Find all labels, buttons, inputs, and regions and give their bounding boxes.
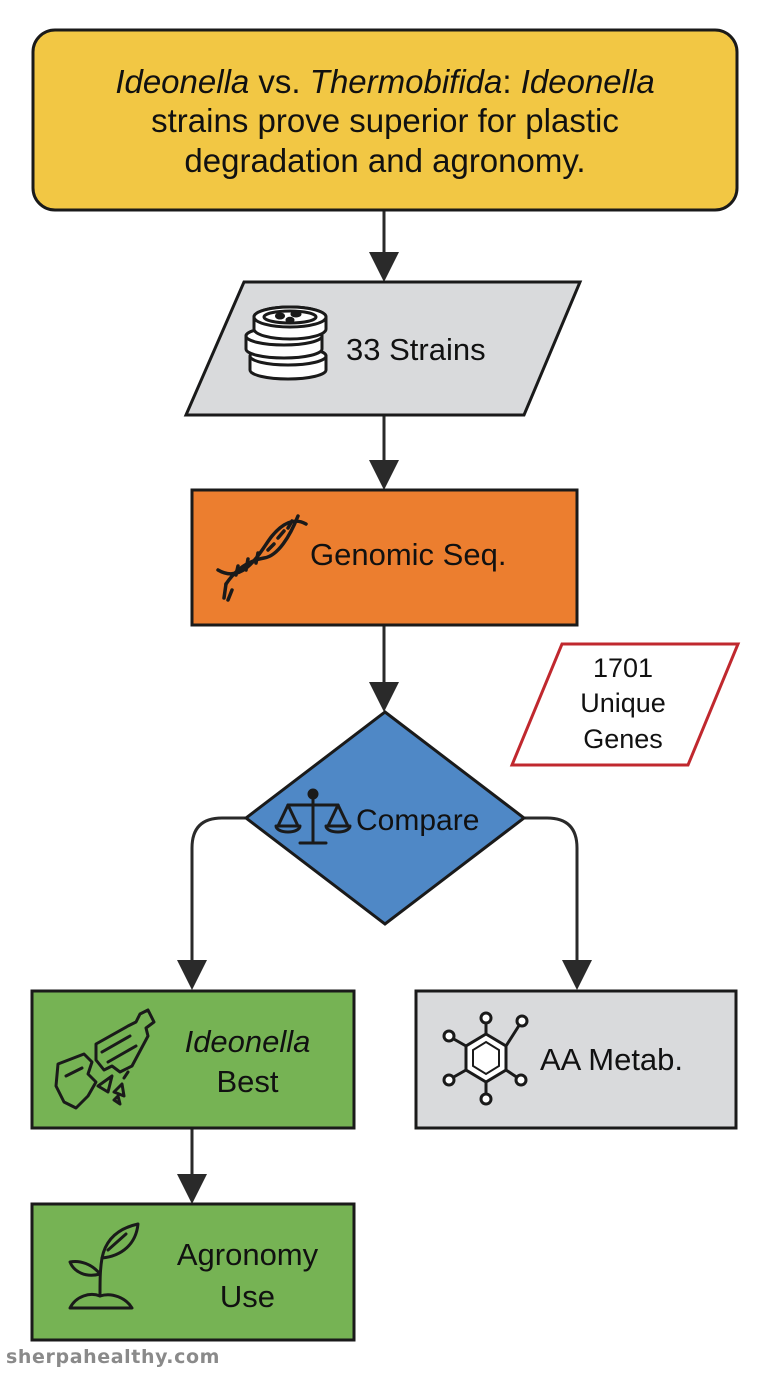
connectors — [177, 210, 592, 1204]
title-box — [31, 28, 739, 212]
unique-genes-word-2: Genes — [583, 723, 663, 754]
unique-genes-word-1: Unique — [580, 688, 666, 719]
agronomy-use-node — [30, 1202, 356, 1342]
unique-genes-node — [509, 642, 741, 767]
dna-helix-icon — [216, 514, 308, 602]
title-text: Ideonella vs. Thermobifida: Ideonella st… — [40, 38, 730, 204]
use-word: Use — [219, 1279, 276, 1314]
compare-label: Compare — [356, 804, 480, 838]
molecule-icon — [442, 1011, 529, 1106]
agronomy-word: Agronomy — [176, 1237, 319, 1273]
title-vs: vs. — [249, 62, 310, 100]
agronomy-use-label: Agronomy Use — [150, 1228, 345, 1324]
watermark: sherpahealthy.com — [6, 1346, 221, 1368]
ideonella-best-word: Best — [216, 1064, 279, 1099]
title-genus-3: Ideonella — [520, 62, 655, 100]
strains-label: 33 Strains — [346, 331, 486, 367]
title-genus-1: Ideonella — [115, 62, 250, 100]
unique-genes-label: 1701 Unique Genes — [548, 648, 698, 760]
arrow-compare-to-best — [177, 816, 246, 990]
title-genus-2: Thermobifida — [309, 62, 503, 100]
sequencing-label: Genomic Seq. — [310, 536, 507, 572]
ideonella-best-label: Ideonella Best — [150, 1014, 345, 1110]
title-colon: : — [502, 62, 521, 100]
unique-genes-count: 1701 — [592, 652, 654, 683]
petri-dish-stack-icon — [244, 305, 328, 381]
title-line-3: degradation and agronomy. — [184, 141, 586, 179]
balance-scale-icon — [274, 788, 352, 845]
compare-node — [243, 710, 527, 926]
ideonella-best-genus: Ideonella — [184, 1023, 311, 1059]
sprout-icon — [68, 1222, 140, 1310]
title-line-2: strains prove superior for plastic — [151, 102, 619, 140]
arrow-compare-to-aa — [524, 816, 592, 990]
ideonella-best-node — [30, 989, 356, 1130]
broken-plastic-bottle-icon — [54, 1008, 156, 1110]
title-line-1: Ideonella vs. Thermobifida: Ideonella — [115, 62, 654, 102]
aa-metab-label: AA Metab. — [540, 1041, 684, 1077]
